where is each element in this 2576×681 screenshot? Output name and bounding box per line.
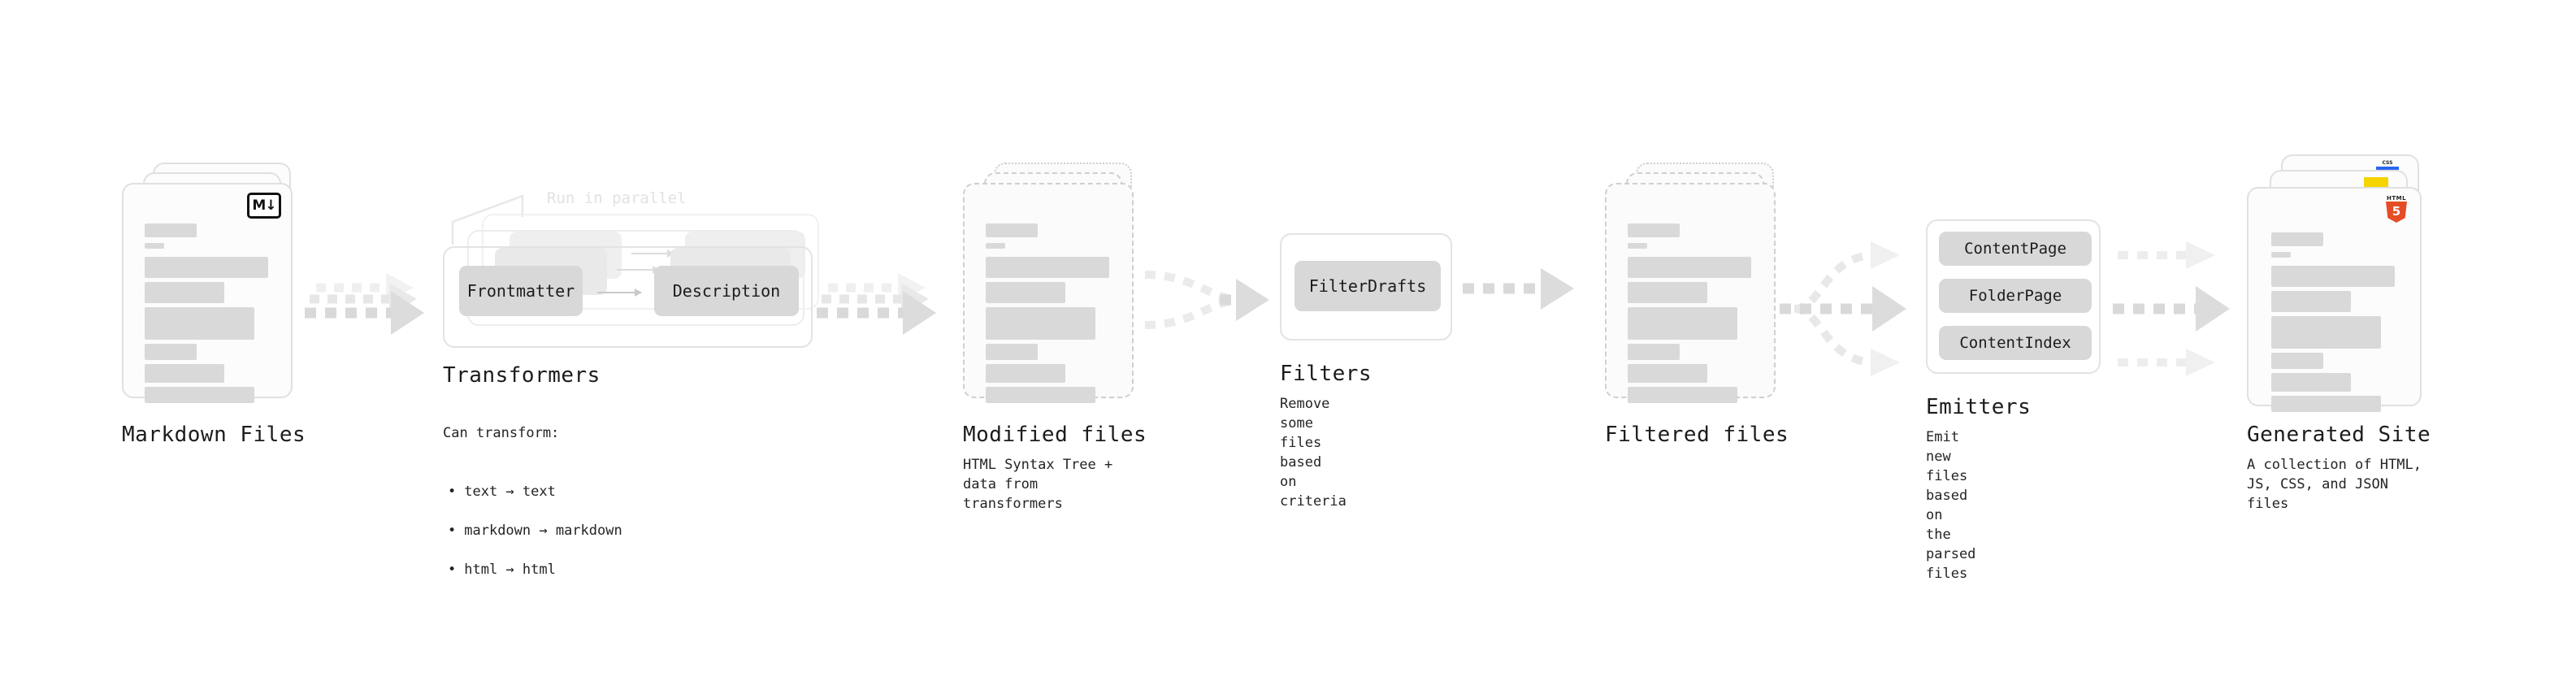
stage-title-markdown-files: Markdown Files — [122, 423, 306, 447]
skeleton-bar — [986, 344, 1038, 360]
skeleton-bar — [145, 387, 254, 403]
emitter-chip-folderpage[interactable]: FolderPage — [1939, 279, 2092, 313]
skeleton-bar — [986, 243, 1005, 249]
stage-title-emitters: Emitters — [1926, 395, 2032, 419]
stage-generated-site: CSS HTML Generat — [2247, 154, 2434, 512]
stage-title-filters: Filters — [1280, 362, 1373, 386]
modified-files-description: HTML Syntax Tree + data from transformer… — [963, 457, 1113, 512]
emitter-chip-contentindex[interactable]: ContentIndex — [1939, 326, 2092, 360]
skeleton-bar — [986, 364, 1065, 383]
connector-modified-to-filters — [1142, 258, 1276, 356]
skeleton-bar — [145, 257, 268, 278]
html5-icon-label: HTML — [2386, 195, 2407, 202]
filter-chip-filterdrafts[interactable]: FilterDrafts — [1295, 261, 1441, 311]
run-in-parallel-bracket — [451, 189, 549, 249]
stage-modified-files: Modified files HTML Syntax Tree + data f… — [963, 163, 1147, 512]
skeleton-bar — [145, 364, 224, 383]
stage-title-filtered-files: Filtered files — [1605, 423, 1789, 447]
skeleton-bar — [1628, 282, 1707, 303]
markdown-file-stack: M↓ — [122, 163, 301, 406]
skeleton-bar — [986, 257, 1109, 278]
skeleton-bar — [1628, 364, 1707, 383]
skeleton-bar — [145, 243, 164, 249]
stage-title-generated-site: Generated Site — [2247, 423, 2431, 447]
skeleton-bar — [145, 307, 254, 340]
emitter-chip-contentpage[interactable]: ContentPage — [1939, 232, 2092, 266]
transformer-chip-frontmatter[interactable]: Frontmatter — [459, 266, 583, 316]
skeleton-bar — [2271, 266, 2395, 287]
generated-site-stack: CSS HTML — [2247, 154, 2434, 412]
skeleton-bar — [986, 282, 1065, 303]
skeleton-bar — [986, 387, 1095, 403]
skeleton-bar — [986, 223, 1038, 237]
skeleton-bar — [1628, 223, 1680, 237]
skeleton-bar — [145, 344, 197, 360]
generated-site-description: A collection of HTML, JS, CSS, and JSON … — [2247, 457, 2422, 512]
transformer-chip-description[interactable]: Description — [654, 266, 799, 316]
transformers-description: Can transform: text → text markdown → ma… — [443, 404, 622, 618]
stage-filtered-files: Filtered files — [1605, 163, 1789, 447]
emitters-box: ContentPage FolderPage ContentIndex — [1926, 219, 2101, 374]
filters-box: FilterDrafts — [1280, 233, 1452, 340]
skeleton-bar — [2271, 353, 2323, 369]
css-icon-label: CSS — [2382, 160, 2393, 166]
filters-description: Remove some files based on criteria — [1280, 396, 1347, 510]
skeleton-bar — [1628, 257, 1751, 278]
skeleton-bar — [2271, 232, 2323, 246]
transformer-inner-arrow — [597, 288, 642, 297]
connector-transformers-to-modified — [817, 268, 943, 349]
emitters-description: Emit new files based on the parsed files — [1926, 429, 1976, 582]
skeleton-bar — [2271, 316, 2381, 349]
skeleton-bar — [1628, 307, 1737, 340]
html5-icon: HTML — [2384, 195, 2409, 223]
skeleton-bar — [2271, 291, 2351, 312]
modified-file-stack — [963, 163, 1142, 406]
skeleton-bar — [2271, 396, 2381, 412]
filtered-file-stack — [1605, 163, 1784, 406]
transformers-subtitle: Can transform: — [443, 425, 560, 441]
skeleton-bar — [1628, 387, 1737, 403]
filtered-doc-front — [1605, 183, 1776, 403]
skeleton-bar — [1628, 243, 1647, 249]
transformers-bullet: markdown → markdown — [443, 521, 622, 540]
skeleton-bar — [2271, 252, 2291, 258]
modified-doc-front — [963, 183, 1134, 403]
connector-md-to-transformers — [305, 268, 431, 349]
skeleton-bar — [145, 282, 224, 303]
skeleton-bar — [2271, 373, 2351, 392]
skeleton-bar — [145, 223, 197, 237]
connector-filters-to-filtered — [1463, 268, 1589, 317]
transformers-bullet-list: text → text markdown → markdown html → h… — [443, 462, 622, 599]
transformers-bullet: html → html — [443, 560, 622, 579]
css-icon: CSS — [2375, 160, 2400, 170]
html5-icon-shield — [2386, 202, 2407, 223]
connector-emitters-to-site — [2113, 228, 2255, 390]
markdown-icon: M↓ — [247, 193, 281, 219]
run-in-parallel-label: Run in parallel — [547, 189, 687, 207]
generated-doc-front: HTML — [2247, 187, 2422, 412]
css-icon-bar — [2376, 167, 2399, 170]
connector-filtered-to-emitters — [1780, 228, 1926, 390]
skeleton-bar — [986, 307, 1095, 340]
stage-markdown-files: M↓ Markdown Files — [122, 163, 306, 447]
transformers-bullet: text → text — [443, 482, 622, 501]
transformers-box: Frontmatter Description — [443, 246, 813, 348]
skeleton-bar — [1628, 344, 1680, 360]
stage-title-transformers: Transformers — [443, 363, 601, 388]
markdown-doc-front: M↓ — [122, 183, 293, 403]
stage-title-modified-files: Modified files — [963, 423, 1147, 447]
